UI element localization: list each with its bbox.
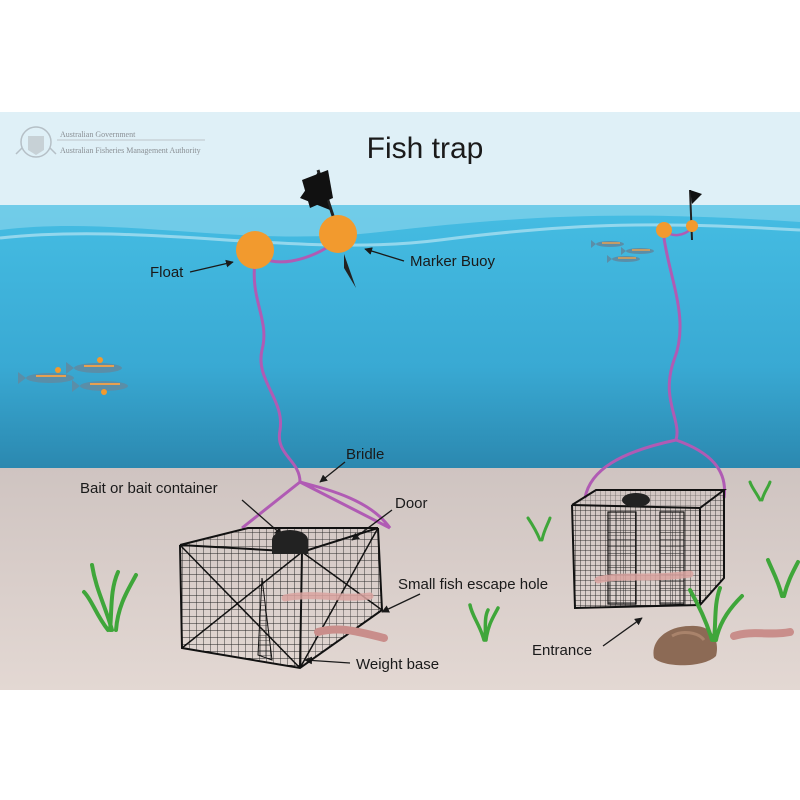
small-float-buoy — [656, 222, 672, 238]
fish-icon — [66, 357, 122, 374]
label-door: Door — [395, 495, 428, 512]
label-weight-base: Weight base — [356, 656, 439, 673]
marker-buoy-keel — [344, 254, 356, 288]
seagrass-left — [82, 563, 138, 632]
main-rope-right — [662, 237, 682, 441]
arrow-marker-buoy — [364, 247, 405, 262]
fish-icon — [591, 240, 624, 248]
fish-school-right — [591, 240, 654, 263]
main-rope-left — [252, 261, 302, 483]
float-buoy — [236, 231, 274, 269]
coat-of-arms-icon — [15, 126, 57, 158]
label-entrance: Entrance — [532, 642, 592, 659]
fish-icon — [72, 380, 128, 395]
label-marker-buoy: Marker Buoy — [410, 253, 496, 270]
sky-background — [0, 112, 800, 208]
seabed-worm-left — [314, 625, 388, 642]
arrow-float — [189, 259, 234, 273]
bait-container-right — [622, 493, 650, 507]
bridle-rope-left — [241, 480, 392, 530]
fish-icon — [607, 255, 640, 263]
seabed-worm-right — [730, 628, 794, 640]
seagrass-right — [688, 558, 800, 642]
marker-buoy — [319, 215, 357, 253]
agency-line-1: Australian Government — [60, 130, 136, 139]
arrow-weight-base — [304, 656, 351, 665]
label-float: Float — [150, 264, 184, 281]
fish-school-left — [18, 357, 128, 395]
bait-worm-right — [594, 570, 694, 584]
seagrass-center — [468, 603, 500, 642]
small-marker-buoy — [686, 220, 698, 232]
arrow-entrance — [602, 617, 643, 647]
arrow-bridle — [319, 461, 346, 483]
label-bridle: Bridle — [346, 446, 384, 463]
label-escape-hole: Small fish escape hole — [398, 576, 548, 593]
small-flag-icon — [690, 190, 702, 204]
seagrass-small-a — [526, 516, 552, 542]
bait-worm — [281, 592, 374, 602]
seagrass-small-b — [748, 480, 772, 502]
fish-icon — [621, 247, 654, 255]
water-surface-wave — [0, 205, 800, 237]
government-logo: Australian Government Australian Fisheri… — [15, 126, 205, 158]
fish-trap-right — [571, 489, 727, 610]
agency-line-2: Australian Fisheries Management Authorit… — [60, 146, 201, 155]
water-surface-highlight — [0, 223, 800, 247]
arrow-escape-hole — [381, 593, 421, 613]
fish-icon — [18, 367, 74, 384]
label-bait: Bait or bait container — [80, 480, 218, 497]
page-title: Fish trap — [367, 132, 484, 165]
